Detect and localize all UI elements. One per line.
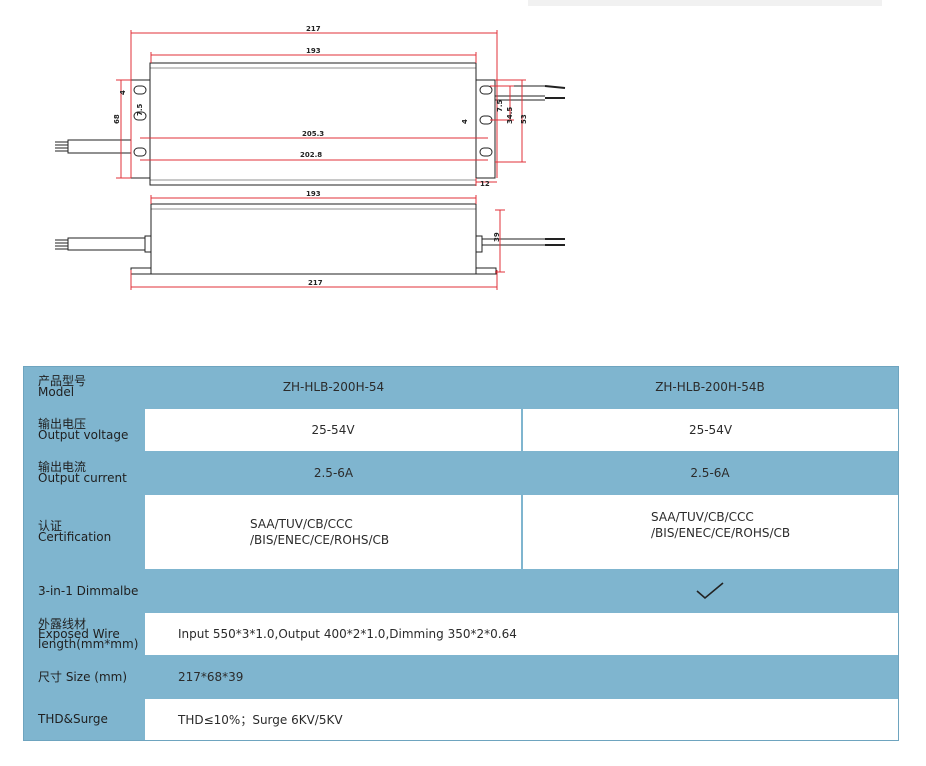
side-view: 193 39 217 xyxy=(55,190,565,290)
header-model-2: ZH-HLB-200H-54B xyxy=(655,380,765,394)
dim-53: 53 xyxy=(520,114,528,124)
wire-label-line1: 外露线材 xyxy=(38,617,87,631)
row-size-label: 尺寸 Size (mm) xyxy=(38,669,128,684)
header-label-cn: 产品型号 xyxy=(38,374,87,388)
wire-value: Input 550*3*1.0,Output 400*2*1.0,Dimming… xyxy=(145,613,898,655)
size-value: 217*68*39 xyxy=(178,670,244,684)
certification-2-line1: SAA/TUV/CB/CCC xyxy=(651,510,754,524)
dim-193-top: 193 xyxy=(306,47,321,55)
row-dimmable-label: 3-in-1 Dimmalbe xyxy=(38,583,139,598)
current-value-1: 2.5-6A xyxy=(313,466,354,480)
certification-label-cn: 认证 xyxy=(38,519,63,533)
thd-value: THD≤10%；Surge 6KV/5KV xyxy=(145,699,898,740)
current-value-2: 2.5-6A xyxy=(690,466,730,480)
certification-label-en: Certification xyxy=(38,530,112,544)
dim-39: 39 xyxy=(493,232,501,242)
dim-202-8: 202.8 xyxy=(300,151,322,159)
voltage-label-cn: 输出电压 xyxy=(38,417,87,431)
row-thd-label: THD&Surge xyxy=(38,712,108,726)
dim-193-side: 193 xyxy=(306,190,321,198)
header-model-1: ZH-HLB-200H-54 xyxy=(282,380,385,394)
voltage-value-1: 25-54V xyxy=(145,409,521,451)
dimmable-value-2 xyxy=(522,571,898,611)
dim-34-5: 34.5 xyxy=(506,107,514,124)
dim-68: 68 xyxy=(113,114,121,124)
current-label-cn: 输出电流 xyxy=(38,460,87,474)
technical-drawing: 217 193 205.3 202.8 68 4 7.5 4 7.5 34.5 … xyxy=(55,25,566,290)
dim-7-5-left: 7.5 xyxy=(136,103,144,116)
voltage-value-2: 25-54V xyxy=(523,409,898,451)
header-label-en: Model xyxy=(38,385,75,399)
voltage-label-en: Output voltage xyxy=(38,428,129,442)
dim-205-3: 205.3 xyxy=(302,130,324,138)
certification-2-line2: /BIS/ENEC/CE/ROHS/CB xyxy=(651,526,791,540)
certification-value-2: SAA/TUV/CB/CCC /BIS/ENEC/CE/ROHS/CB xyxy=(523,495,898,569)
dim-4-left: 4 xyxy=(119,90,127,95)
certification-value-1: SAA/TUV/CB/CCC /BIS/ENEC/CE/ROHS/CB xyxy=(145,495,521,569)
dim-217-top: 217 xyxy=(306,25,321,33)
certification-1-line1: SAA/TUV/CB/CCC xyxy=(250,517,353,531)
top-strip xyxy=(528,0,882,6)
dim-4-right: 4 xyxy=(461,119,469,124)
wire-label-line3: length(mm*mm) xyxy=(38,637,139,651)
current-label-en: Output current xyxy=(38,471,127,485)
wire-label-line2: Exposed Wire xyxy=(38,627,120,641)
top-view: 217 193 205.3 202.8 68 4 7.5 4 7.5 34.5 … xyxy=(55,25,566,188)
certification-1-line2: /BIS/ENEC/CE/ROHS/CB xyxy=(250,533,390,547)
dim-12: 12 xyxy=(480,180,490,188)
dim-217-side: 217 xyxy=(308,279,323,287)
dim-7-5-right: 7.5 xyxy=(496,99,504,112)
checkmark-icon xyxy=(696,582,724,600)
